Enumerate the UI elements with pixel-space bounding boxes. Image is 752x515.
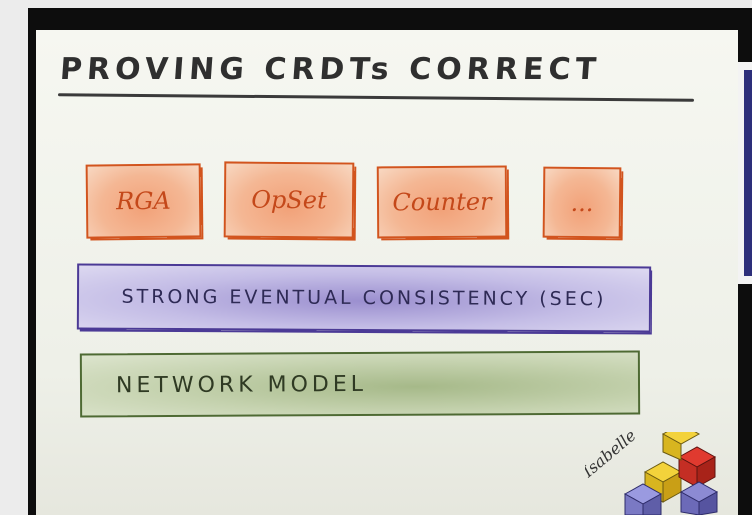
opset-box: OpSet xyxy=(223,161,355,239)
sec-box: STRONG EVENTUAL CONSISTENCY (SEC) xyxy=(76,263,652,333)
side-strip-bar xyxy=(744,70,752,276)
isabelle-logo-icon: Isabelle xyxy=(585,432,720,515)
ellipsis-box: ... xyxy=(542,166,622,239)
network-model-label: NETWORK MODEL xyxy=(115,371,368,398)
rga-box: RGA xyxy=(85,163,202,239)
side-strip xyxy=(738,62,752,284)
ellipsis-label: ... xyxy=(570,188,594,217)
slide-title: PROVING CRDTs CORRECT xyxy=(58,52,603,87)
rga-label: RGA xyxy=(116,186,171,216)
network-model-box: NETWORK MODEL xyxy=(79,350,641,418)
opset-label: OpSet xyxy=(251,185,327,215)
isabelle-logo-graphic xyxy=(623,432,719,515)
sec-label: STRONG EVENTUAL CONSISTENCY (SEC) xyxy=(121,285,607,311)
counter-box: Counter xyxy=(376,165,508,239)
counter-label: Counter xyxy=(392,187,492,217)
